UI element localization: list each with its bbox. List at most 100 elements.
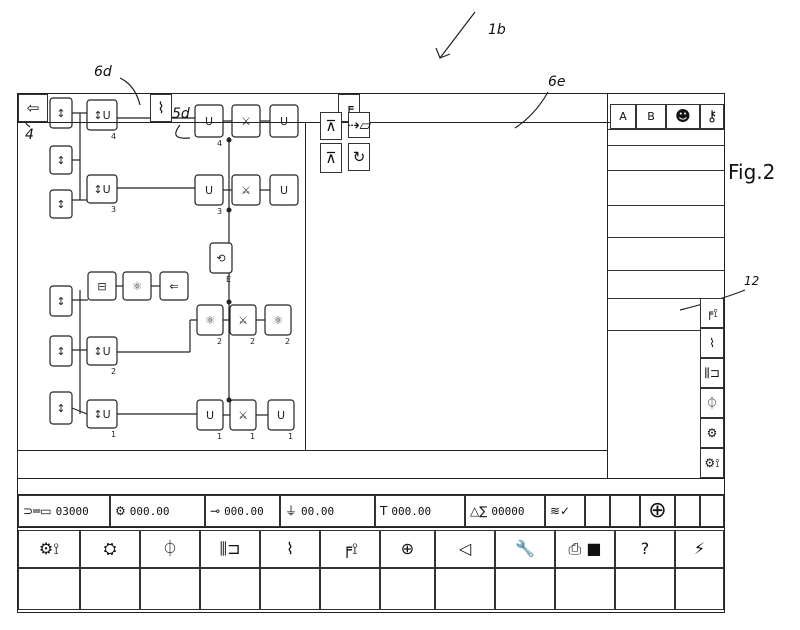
back-button[interactable]: ⇦ bbox=[18, 94, 48, 122]
crosshair-label-area[interactable] bbox=[380, 568, 435, 610]
node-number: 2 bbox=[217, 337, 222, 346]
print-save-icon: ⎙ ■ bbox=[568, 541, 601, 557]
ref-arrow bbox=[176, 125, 190, 138]
side-function-button[interactable]: ⌇ bbox=[700, 328, 724, 358]
wrench-label-area[interactable] bbox=[495, 568, 555, 610]
side-function-icon: ⫼⊐ bbox=[704, 367, 720, 379]
clamp-label-area[interactable] bbox=[200, 568, 260, 610]
node-symbol-icon: ↕ bbox=[56, 198, 65, 211]
view-label-area[interactable] bbox=[435, 568, 495, 610]
rotate-button[interactable]: ↻ bbox=[348, 143, 370, 171]
node-number: 3 bbox=[111, 205, 116, 214]
injector-icon: ⏀ bbox=[162, 541, 178, 557]
view-button[interactable]: ◁ bbox=[435, 530, 495, 568]
valve-icon: ⏚ bbox=[285, 505, 297, 517]
transfer-button[interactable]: ⇢▱ bbox=[348, 112, 370, 138]
lamp-icon: ⌇ bbox=[286, 541, 294, 557]
node-number: 1 bbox=[111, 430, 116, 439]
device-ref-label: 1b bbox=[488, 22, 506, 38]
disconnect-button[interactable]: ⚡ bbox=[675, 530, 724, 568]
injector-label-area[interactable] bbox=[140, 568, 200, 610]
timer-icon: T bbox=[380, 505, 387, 517]
status-value: 000.00 bbox=[391, 505, 431, 518]
transfer-icon: ⇢▱ bbox=[347, 118, 371, 133]
node-symbol-icon: ↕U bbox=[93, 345, 110, 358]
link-ref-label: 5d bbox=[172, 106, 190, 122]
tab-b[interactable]: B bbox=[636, 104, 666, 129]
right-panel-row-line bbox=[608, 205, 725, 206]
print-save-label-area[interactable] bbox=[555, 568, 615, 610]
right-panel-row-line bbox=[608, 270, 725, 271]
disconnect-icon: ⚡ bbox=[694, 541, 705, 557]
node-number: 2 bbox=[250, 337, 255, 346]
status-field: T 000.00 bbox=[375, 495, 465, 527]
machine-button[interactable]: ╒⟟ bbox=[320, 530, 380, 568]
help-button[interactable]: ? bbox=[615, 530, 675, 568]
lamp-icon: ⌇ bbox=[157, 101, 164, 116]
view-icon: ◁ bbox=[459, 541, 471, 557]
machine-icon: ╒⟟ bbox=[342, 541, 358, 557]
key-button[interactable]: ⚷ bbox=[700, 104, 724, 129]
side-function-icon: ⏀ bbox=[706, 397, 718, 409]
station-icon: ⊼ bbox=[326, 119, 337, 134]
ref-arrow bbox=[120, 78, 140, 105]
side-function-icon: ⚙⟟ bbox=[704, 457, 719, 469]
lamp-button[interactable]: ⌇ bbox=[150, 94, 172, 122]
side-function-button[interactable]: ╒⟟ bbox=[700, 298, 724, 328]
assembly-icon: ⚙⟟ bbox=[39, 541, 59, 557]
node-symbol-icon: ⚛ bbox=[132, 280, 142, 293]
operator-button[interactable]: ☻ bbox=[666, 104, 700, 129]
assembly-label-area[interactable] bbox=[18, 568, 80, 610]
machine-label-area[interactable] bbox=[320, 568, 380, 610]
lamp-label-area[interactable] bbox=[260, 568, 320, 610]
side-function-icon: ⚙ bbox=[707, 427, 718, 439]
status-field: △∑00000 bbox=[465, 495, 545, 527]
side-function-icon: ╒⟟ bbox=[706, 307, 718, 319]
node-symbol-icon: ↕ bbox=[56, 154, 65, 167]
injector-icon: ⚙ bbox=[115, 505, 126, 517]
station-1-button[interactable]: ⊼ bbox=[320, 112, 342, 140]
status-field bbox=[610, 495, 640, 527]
station-2-button[interactable]: ⊼ bbox=[320, 143, 342, 173]
node-symbol-icon: ⚔ bbox=[238, 409, 248, 422]
help-icon: ? bbox=[641, 541, 650, 557]
heat-icon: ≋✓ bbox=[550, 505, 570, 517]
node-symbol-icon: U bbox=[206, 409, 214, 422]
help-label-area[interactable] bbox=[615, 568, 675, 610]
status-field bbox=[675, 495, 700, 527]
node-symbol-icon: ⚛ bbox=[273, 314, 283, 327]
clamp-button[interactable]: ⫼⊐ bbox=[200, 530, 260, 568]
injector-button[interactable]: ⏀ bbox=[140, 530, 200, 568]
print-save-button[interactable]: ⎙ ■ bbox=[555, 530, 615, 568]
node-symbol-icon: U bbox=[280, 184, 288, 197]
back-ref-label: 4 bbox=[25, 127, 34, 143]
right-panel-row-line bbox=[608, 145, 725, 146]
nozzle-icon: ⊸ bbox=[210, 505, 220, 517]
crosshair-status-button[interactable]: ⊕ bbox=[640, 495, 675, 527]
tab-b-label: B bbox=[647, 110, 655, 123]
node-symbol-icon: U bbox=[277, 409, 285, 422]
lamp-button[interactable]: ⌇ bbox=[260, 530, 320, 568]
node-symbol-icon: ↕U bbox=[93, 183, 110, 196]
side-function-button[interactable]: ⏀ bbox=[700, 388, 724, 418]
side-function-button[interactable]: ⚙⟟ bbox=[700, 448, 724, 478]
right-panel-ref-label: 6e bbox=[548, 74, 566, 90]
disconnect-label-area[interactable] bbox=[675, 568, 724, 610]
node-number: E bbox=[226, 275, 231, 284]
pump-button[interactable]: ⛭ bbox=[80, 530, 140, 568]
side-function-button[interactable]: ⫼⊐ bbox=[700, 358, 724, 388]
status-value: 03000 bbox=[56, 505, 89, 518]
assembly-button[interactable]: ⚙⟟ bbox=[18, 530, 80, 568]
left-panel-ref-label: 6d bbox=[94, 64, 112, 80]
node-number: 2 bbox=[285, 337, 290, 346]
crosshair-button[interactable]: ⊕ bbox=[380, 530, 435, 568]
node-symbol-icon: ⟲ bbox=[216, 252, 225, 265]
pump-label-area[interactable] bbox=[80, 568, 140, 610]
status-field: ⚙000.00 bbox=[110, 495, 205, 527]
tab-a-label: A bbox=[619, 110, 627, 123]
side-function-button[interactable]: ⚙ bbox=[700, 418, 724, 448]
wrench-button[interactable]: 🔧 bbox=[495, 530, 555, 568]
tab-a[interactable]: A bbox=[610, 104, 636, 129]
rotate-icon: ↻ bbox=[353, 150, 366, 165]
